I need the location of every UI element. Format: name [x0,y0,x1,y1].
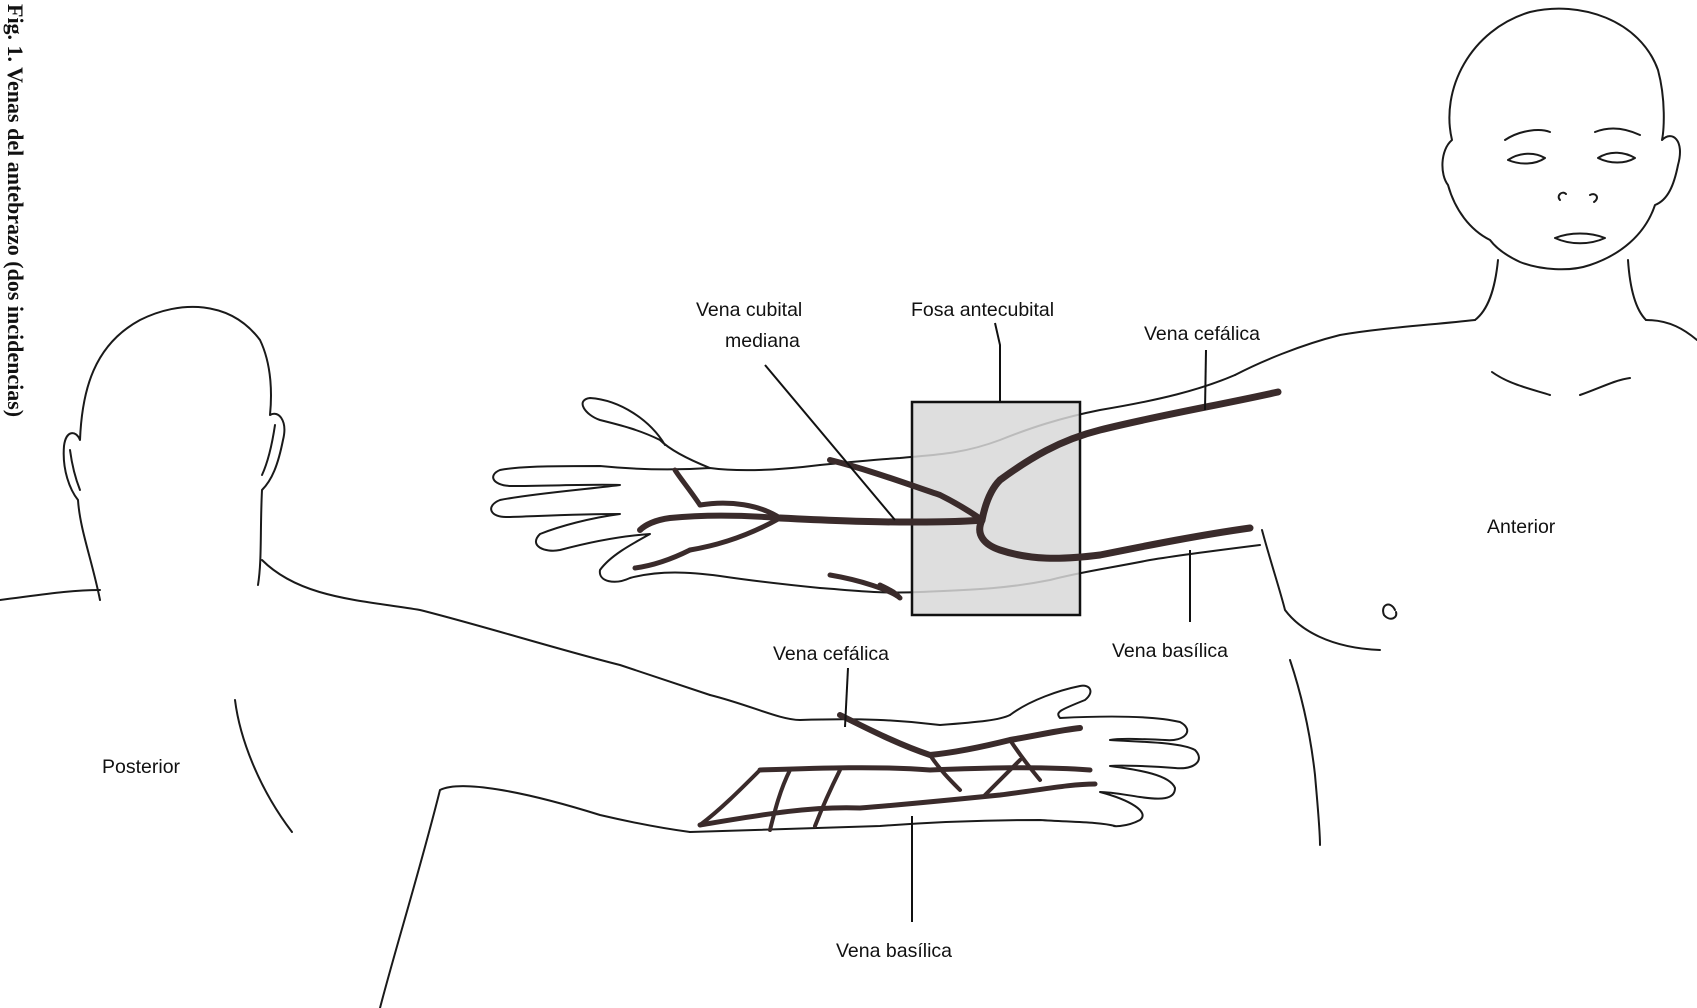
leader-cefalica-anterior [1205,350,1206,410]
label-vena-cubital-mediana-line1: Vena cubital [696,299,802,321]
label-vena-cubital-mediana-line2: mediana [725,330,800,352]
nipple-icon [1383,605,1396,619]
eye-right-icon [1598,153,1635,163]
label-vena-basilica-posterior: Vena basílica [836,940,952,962]
anterior-hand [491,398,820,588]
posterior-forearm [710,695,1010,725]
nose-icon [1559,193,1597,202]
posterior-hand [1010,686,1199,827]
eye-left-icon [1508,154,1545,164]
label-fosa-antecubital: Fosa antecubital [911,299,1054,321]
anterior-head [1442,9,1680,270]
anterior-figure [491,9,1697,845]
fosa-antecubital-box [912,402,1080,615]
posterior-vena-cefalica [840,715,1080,755]
mouth-icon [1555,234,1605,244]
label-posterior: Posterior [102,756,181,778]
posterior-vena-basilica [700,784,1095,825]
figure-caption: Fig. 1. Venas del antebrazo (dos inciden… [3,4,28,417]
posterior-head [64,307,285,600]
posterior-back [0,590,100,600]
leader-fosa-antecubital [995,323,1000,402]
label-vena-cefalica-anterior: Vena cefálica [1144,323,1260,345]
anterior-vena-cubital-mediana [780,518,982,522]
label-anterior: Anterior [1487,516,1556,538]
label-vena-basilica-anterior: Vena basílica [1112,640,1228,662]
leader-cubital-mediana [765,365,895,520]
label-vena-cefalica-posterior: Vena cefálica [773,643,889,665]
